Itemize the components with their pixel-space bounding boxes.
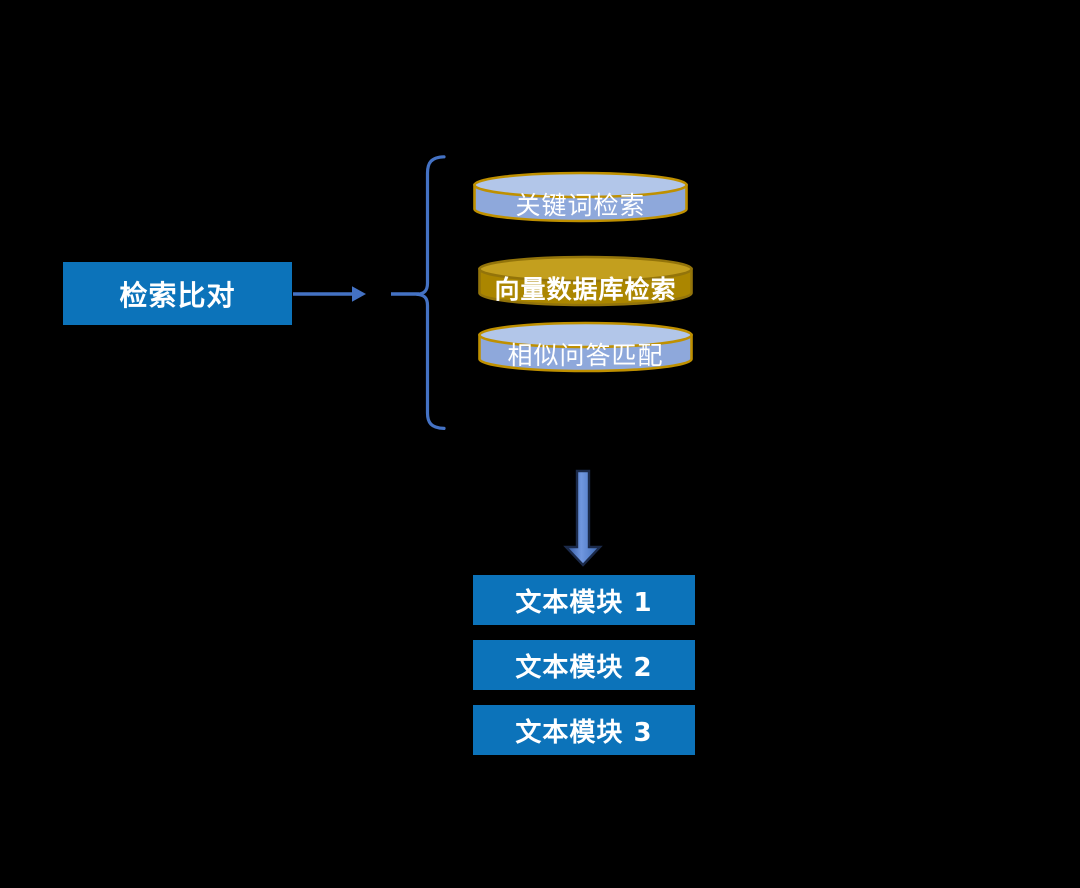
text-module-2: 文本模块 2 xyxy=(473,640,695,690)
text-module-label: 文本模块 3 xyxy=(515,717,653,748)
cylinder-shape xyxy=(478,321,693,373)
cylinder-shape xyxy=(478,255,693,307)
text-module-label: 文本模块 2 xyxy=(515,652,653,683)
cylinder-similar-qa-matching: 相似问答匹配 xyxy=(478,321,693,373)
text-module-3: 文本模块 3 xyxy=(473,705,695,755)
cylinder-shape xyxy=(473,171,688,223)
cylinder-label: 关键词检索 xyxy=(515,191,646,220)
cylinder-keyword-retrieval: 关键词检索 xyxy=(473,171,688,223)
down-block-arrow-icon xyxy=(563,469,603,567)
cylinder-label: 向量数据库检索 xyxy=(494,275,677,304)
text-module-label: 文本模块 1 xyxy=(515,587,653,618)
left-curly-brace-icon xyxy=(416,155,446,430)
text-module-1: 文本模块 1 xyxy=(473,575,695,625)
source-box: 检索比对 xyxy=(63,262,292,325)
right-arrow-icon xyxy=(293,286,419,302)
source-box-label: 检索比对 xyxy=(119,278,236,312)
cylinder-label: 相似问答匹配 xyxy=(507,341,664,370)
cylinder-vector-db-retrieval: 向量数据库检索 xyxy=(478,255,693,307)
